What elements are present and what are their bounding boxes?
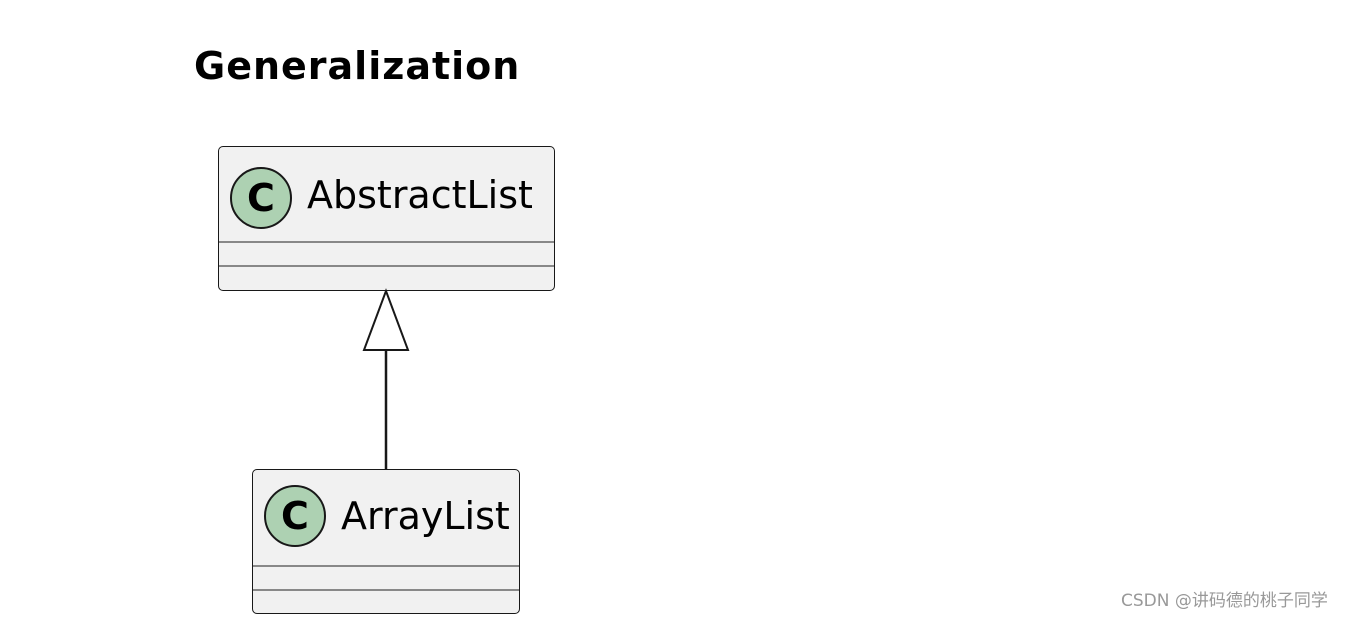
class-array-list: C ArrayList — [252, 469, 520, 614]
methods-separator — [253, 589, 519, 591]
class-stereotype-icon: C — [264, 485, 326, 547]
methods-separator — [219, 265, 554, 267]
class-abstract-list: C AbstractList — [218, 146, 555, 291]
class-stereotype-icon: C — [230, 167, 292, 229]
attributes-separator — [253, 565, 519, 567]
class-header: C ArrayList — [253, 470, 519, 564]
watermark: CSDN @讲码德的桃子同学 — [1121, 591, 1328, 611]
diagram-title: Generalization — [194, 44, 521, 88]
generalization-arrowhead — [362, 288, 410, 351]
class-header: C AbstractList — [219, 147, 554, 241]
attributes-separator — [219, 241, 554, 243]
class-name: ArrayList — [341, 494, 510, 538]
class-name: AbstractList — [307, 173, 533, 217]
